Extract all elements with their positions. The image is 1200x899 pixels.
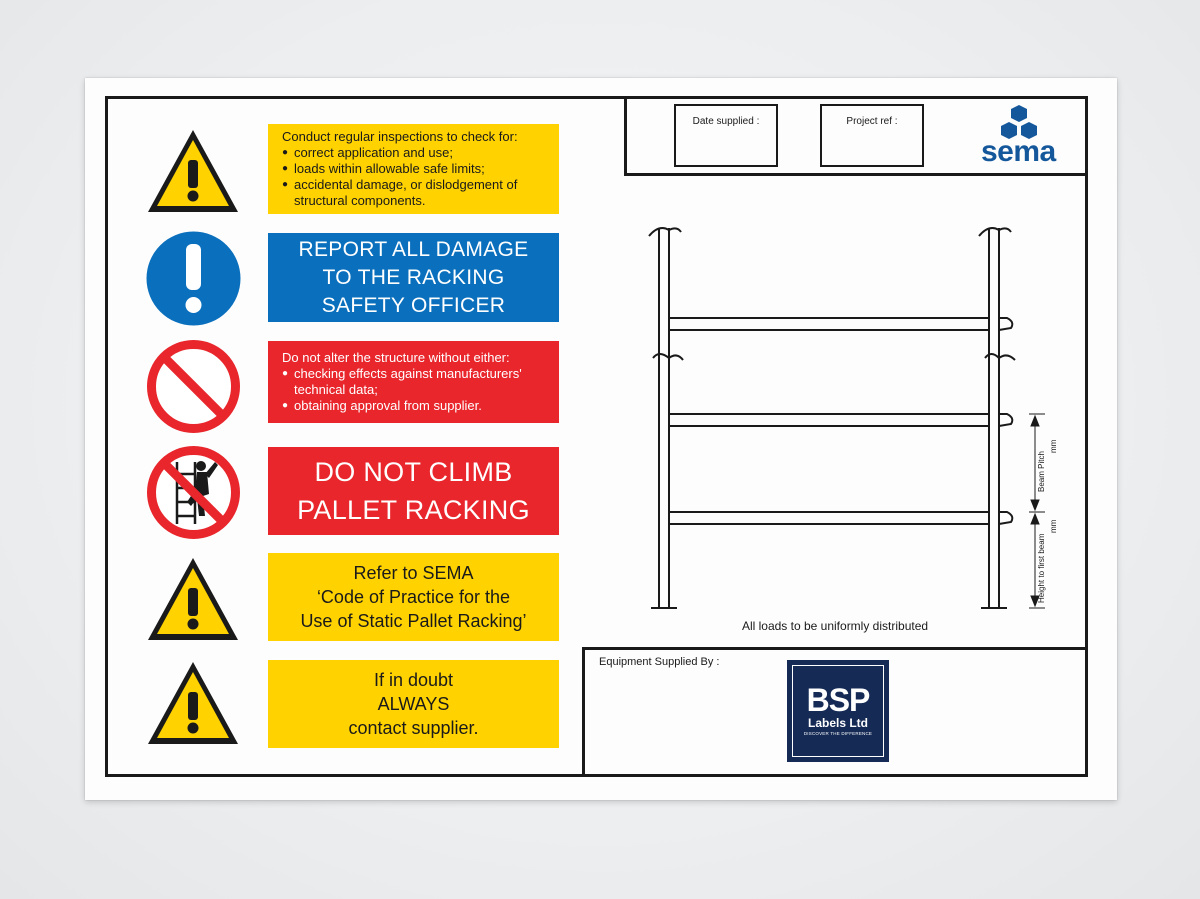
alter-item: obtaining approval from supplier. bbox=[282, 398, 549, 414]
report-damage-panel: REPORT ALL DAMAGE TO THE RACKING SAFETY … bbox=[268, 233, 559, 322]
report-line: TO THE RACKING bbox=[322, 265, 505, 289]
bsp-logo-frame: BSP Labels Ltd DISCOVER THE DIFFERENCE bbox=[792, 665, 884, 757]
supplier-box: Equipment Supplied By : bbox=[582, 647, 1085, 774]
warning-triangle-icon bbox=[148, 558, 238, 640]
inspection-item-cont: structural components. bbox=[294, 193, 426, 208]
warning-triangle-icon bbox=[148, 130, 238, 212]
bsp-logo: BSP Labels Ltd DISCOVER THE DIFFERENCE bbox=[787, 660, 889, 762]
do-not-alter-panel: Do not alter the structure without eithe… bbox=[268, 341, 559, 423]
doubt-line: ALWAYS bbox=[377, 694, 450, 714]
date-supplied-field[interactable]: Date supplied : bbox=[674, 104, 778, 167]
climb-line: PALLET RACKING bbox=[297, 495, 530, 525]
bsp-logo-main: BSP bbox=[806, 682, 871, 718]
safety-sign: Conduct regular inspections to check for… bbox=[85, 78, 1117, 800]
report-line: SAFETY OFFICER bbox=[321, 293, 506, 317]
refer-sema-panel: Refer to SEMA ‘Code of Practice for the … bbox=[268, 553, 559, 641]
beam-pitch-label: Beam Pitch bbox=[1037, 451, 1046, 492]
beam-pitch-unit: mm bbox=[1049, 439, 1058, 453]
alter-item: checking effects against manufacturers' bbox=[282, 366, 549, 382]
contact-supplier-panel: If in doubt ALWAYS contact supplier. bbox=[268, 660, 559, 748]
prohibition-icon bbox=[147, 340, 240, 433]
warning-triangle-icon bbox=[148, 662, 238, 744]
sema-logo-text: sema bbox=[981, 135, 1056, 168]
mandatory-exclamation-icon bbox=[146, 231, 241, 326]
refer-line: ‘Code of Practice for the bbox=[316, 587, 511, 607]
climb-line: DO NOT CLIMB bbox=[314, 457, 513, 487]
inspection-item: correct application and use; bbox=[282, 145, 549, 161]
header-box bbox=[624, 96, 1085, 176]
project-ref-label: Project ref : bbox=[846, 116, 898, 127]
inspection-panel: Conduct regular inspections to check for… bbox=[268, 124, 559, 214]
report-line: REPORT ALL DAMAGE bbox=[298, 237, 529, 261]
project-ref-field[interactable]: Project ref : bbox=[820, 104, 924, 167]
alter-title: Do not alter the structure without eithe… bbox=[282, 350, 510, 365]
refer-line: Use of Static Pallet Racking’ bbox=[300, 611, 527, 631]
sign-border bbox=[105, 96, 1088, 777]
racking-diagram bbox=[648, 227, 1045, 609]
bsp-logo-sub: Labels Ltd bbox=[807, 716, 868, 730]
bsp-logo-tagline: DISCOVER THE DIFFERENCE bbox=[803, 731, 873, 736]
doubt-line: contact supplier. bbox=[348, 718, 479, 738]
date-supplied-label: Date supplied : bbox=[692, 116, 760, 127]
first-beam-label: Height to first beam bbox=[1037, 533, 1046, 603]
first-beam-unit: mm bbox=[1049, 519, 1058, 533]
doubt-line: If in doubt bbox=[373, 670, 454, 690]
equipment-supplied-label: Equipment Supplied By : bbox=[599, 656, 720, 668]
refer-line: Refer to SEMA bbox=[353, 563, 474, 583]
inspection-title: Conduct regular inspections to check for… bbox=[282, 129, 518, 144]
inspection-item: loads within allowable safe limits; bbox=[282, 161, 549, 177]
diagram-caption: All loads to be uniformly distributed bbox=[741, 619, 929, 633]
alter-item-cont: technical data; bbox=[294, 382, 378, 397]
inspection-item: accidental damage, or dislodgement of bbox=[282, 177, 549, 193]
sema-hexagons-icon bbox=[1001, 105, 1037, 139]
no-climbing-icon bbox=[147, 446, 240, 539]
do-not-climb-panel: DO NOT CLIMB PALLET RACKING bbox=[268, 447, 559, 535]
